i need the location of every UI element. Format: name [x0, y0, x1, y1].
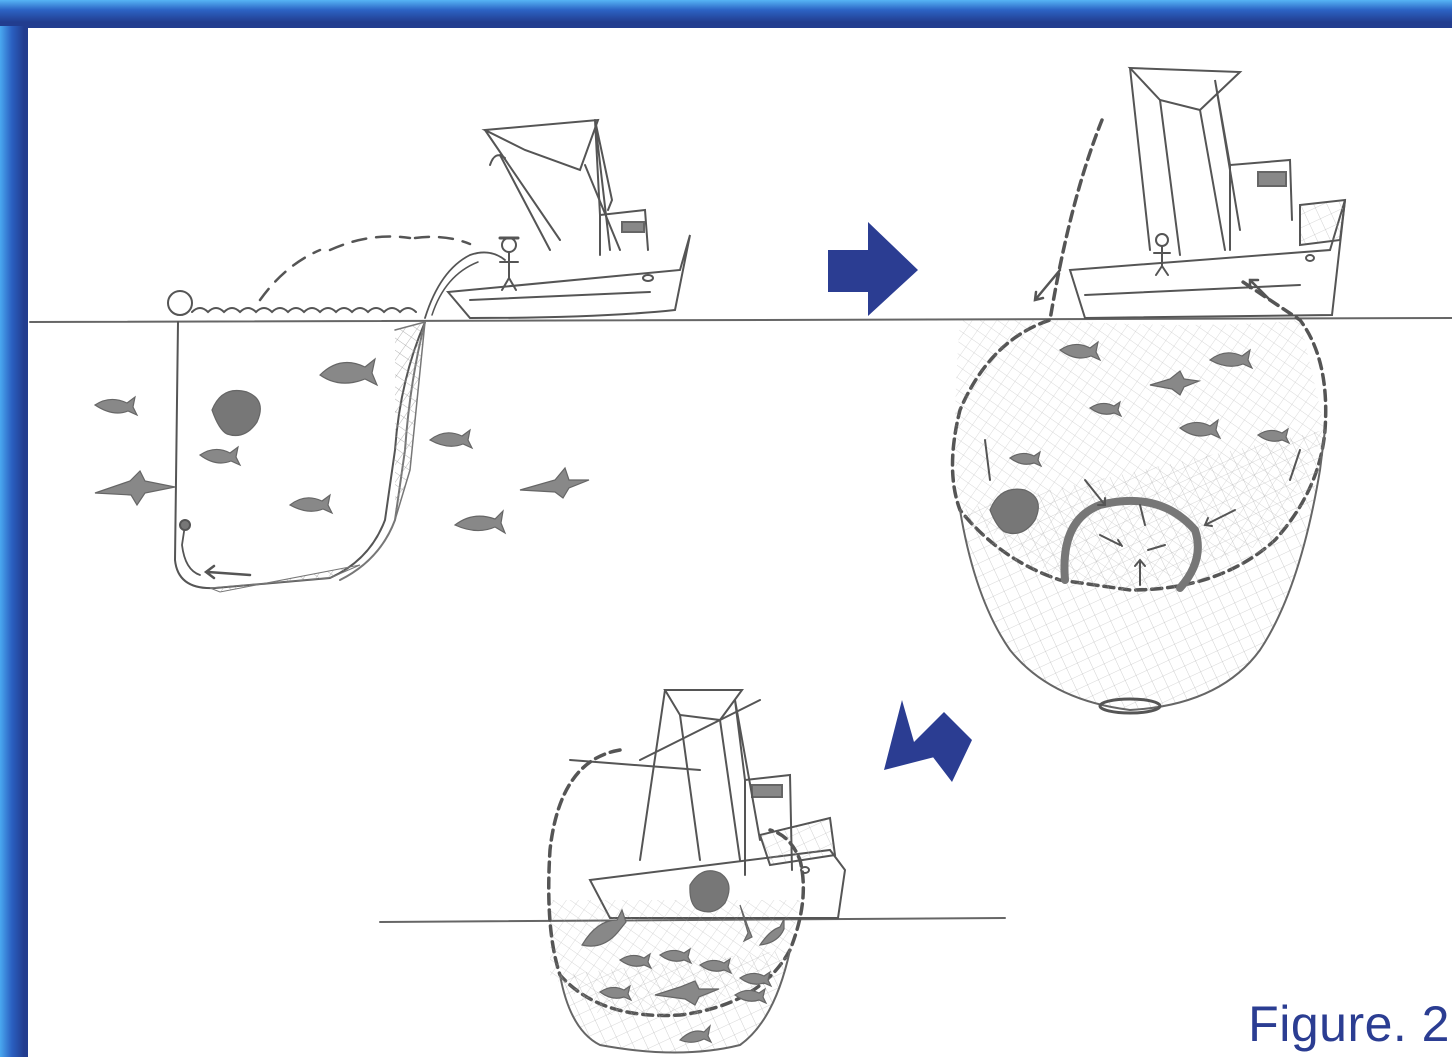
fish-school-2	[989, 340, 1291, 535]
fisherman-icon	[498, 236, 520, 291]
inner-ring	[1060, 496, 1202, 592]
turtle-icon-3	[689, 870, 730, 913]
fish-school-3	[581, 870, 785, 1044]
fisherman-icon-2	[1153, 233, 1171, 276]
panel-pursing-net	[950, 66, 1347, 715]
drawing-canvas: Figure. 2	[28, 28, 1452, 1057]
figure-label: Figure. 2	[1248, 996, 1450, 1052]
purse-ring-bottom	[1098, 697, 1162, 715]
arrow-down-left-icon	[884, 700, 972, 782]
fish-school-1	[93, 357, 590, 535]
panel-hauling-net	[379, 689, 1006, 1054]
slide-frame-top	[0, 0, 1452, 26]
purse-seine-illustration	[29, 66, 1452, 1054]
waterline	[29, 317, 1452, 323]
turtle-icon-2	[989, 488, 1039, 535]
float-line	[191, 307, 417, 314]
arrow-right-icon	[828, 222, 918, 316]
boat-hull	[446, 234, 691, 320]
buoy-icon	[167, 290, 193, 316]
arrows	[828, 222, 972, 782]
turtle-icon	[211, 389, 261, 437]
panel-setting-net	[29, 118, 1452, 593]
